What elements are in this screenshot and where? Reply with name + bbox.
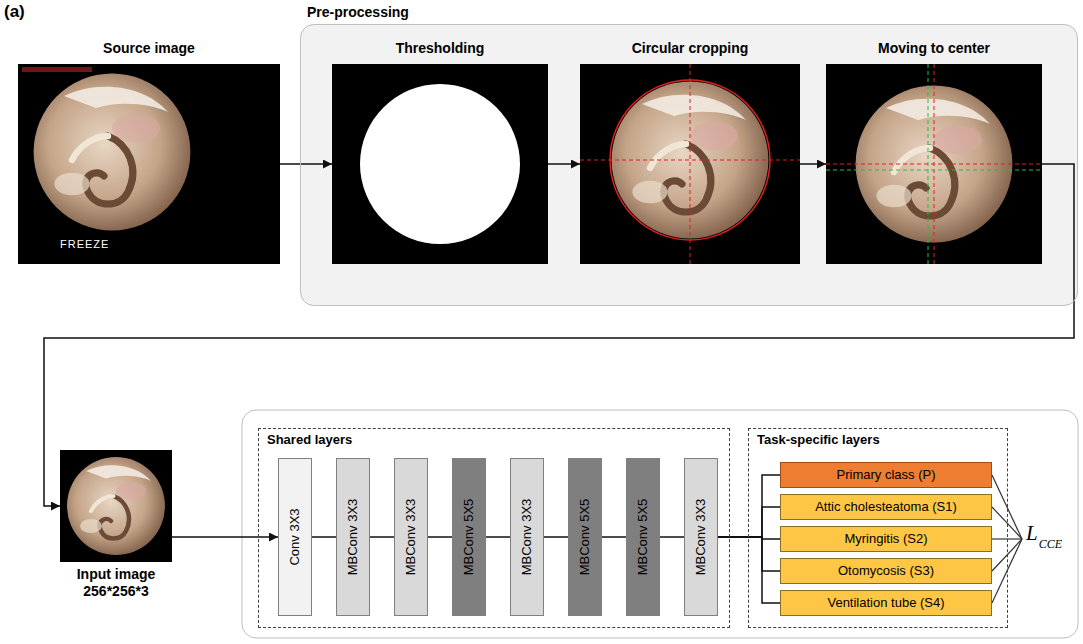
network-layer: MBConv 5X5 <box>626 458 660 616</box>
connector <box>428 536 452 538</box>
center-guide <box>826 170 1042 171</box>
threshold-picture <box>332 64 548 264</box>
image-frame <box>826 64 1042 264</box>
connector <box>718 507 780 537</box>
image-frame <box>332 64 548 264</box>
panel-fill <box>300 24 1078 306</box>
connector <box>718 475 780 537</box>
step-title: Circular cropping <box>580 38 800 58</box>
task-head: Otomycosis (S3) <box>780 558 992 584</box>
network-layer: MBConv 3X3 <box>684 458 718 616</box>
black-frame <box>580 64 800 264</box>
source-picture <box>18 64 280 264</box>
center-guide <box>928 64 929 264</box>
layer-group: Shared layersConv 3X3 MBConv 3X3 MBConv 3X… <box>258 428 730 628</box>
connector <box>718 537 780 571</box>
step-title: Source image <box>18 38 280 58</box>
image-frame <box>580 64 800 264</box>
crosshair <box>690 64 691 264</box>
image-step: Source image <box>18 38 280 264</box>
task-head: Ventilation tube (S4) <box>780 590 992 616</box>
merge-line <box>992 538 1022 539</box>
panel-letter: (a) <box>4 2 25 22</box>
crosshair <box>934 64 935 264</box>
timestamp-mark <box>22 67 92 72</box>
layer-name: MBConv 5X5 <box>461 499 477 576</box>
network-layer: MBConv 5X5 <box>568 458 602 616</box>
black-frame <box>332 64 548 264</box>
merge-line <box>992 539 1022 603</box>
crop-circle <box>610 80 770 240</box>
layer-name: MBConv 5X5 <box>577 499 593 576</box>
group-heading: Task-specific layers <box>757 432 880 448</box>
panel-heading: Pre-processing <box>307 2 409 22</box>
loss-merge-lines <box>992 475 1022 603</box>
merge-line <box>992 475 1022 539</box>
network-layer: Conv 3X3 <box>278 458 312 616</box>
layer-group: Task-specific layersPrimary class (P) Att… <box>748 428 1008 628</box>
layer-name: MBConv 5X5 <box>635 499 651 576</box>
connector <box>800 163 826 165</box>
image-caption: Input image 256*256*3 <box>60 566 172 600</box>
screen-note: FREEZE <box>60 238 109 251</box>
task-head: Myringitis (S2) <box>780 526 992 552</box>
image-frame <box>18 64 280 264</box>
group-heading: Shared layers <box>267 432 352 448</box>
network-layer: MBConv 3X3 <box>336 458 370 616</box>
head-name: Primary class (P) <box>837 467 936 483</box>
layer-name: MBConv 3X3 <box>345 499 361 576</box>
step-title: Moving to center <box>826 38 1042 58</box>
connector <box>602 536 626 538</box>
head-name: Ventilation tube (S4) <box>827 595 944 611</box>
model-panel <box>242 410 1078 638</box>
loss-subscript: CCE <box>1039 537 1062 551</box>
crosshair <box>580 160 800 161</box>
head-name: Myringitis (S2) <box>844 531 927 547</box>
task-head: Attic cholesteatoma (S1) <box>780 494 992 520</box>
step-title: Thresholding <box>332 38 548 58</box>
connector <box>544 536 568 538</box>
loss-symbol: L <box>1026 522 1038 544</box>
connector <box>486 536 510 538</box>
crop-picture <box>580 64 800 264</box>
connector <box>370 536 394 538</box>
preprocessing-panel: Pre-processingThresholdingCircular cropp… <box>300 24 1078 306</box>
image-step: Circular cropping <box>580 38 800 264</box>
merge-line <box>992 507 1022 539</box>
connector <box>312 536 336 538</box>
black-frame <box>60 450 172 562</box>
center-picture <box>826 64 1042 264</box>
head-name: Otomycosis (S3) <box>838 563 934 579</box>
input-picture <box>60 450 172 562</box>
connector <box>172 536 278 538</box>
image-frame <box>60 450 172 562</box>
connector <box>718 537 780 603</box>
layer-name: MBConv 3X3 <box>403 499 419 576</box>
network-layer: MBConv 3X3 <box>510 458 544 616</box>
connector <box>548 163 580 165</box>
black-frame <box>18 64 280 264</box>
black-frame <box>826 64 1042 264</box>
image-step: Thresholding <box>332 38 548 264</box>
threshold-mask <box>360 84 520 244</box>
connector <box>280 163 332 165</box>
layer-name: MBConv 3X3 <box>519 499 535 576</box>
input-image: Input image 256*256*3 <box>60 450 172 600</box>
layer-name: MBConv 3X3 <box>693 499 709 576</box>
head-name: Attic cholesteatoma (S1) <box>815 499 957 515</box>
network-layer: MBConv 3X3 <box>394 458 428 616</box>
network-layer: MBConv 5X5 <box>452 458 486 616</box>
connector <box>660 536 684 538</box>
otoscope-view <box>34 74 191 231</box>
connector <box>44 164 1074 506</box>
merge-line <box>992 539 1022 571</box>
task-head: Primary class (P) <box>780 462 992 488</box>
image-step: Moving to center <box>826 38 1042 264</box>
layer-name: Conv 3X3 <box>287 508 303 565</box>
otoscope-view <box>67 457 165 555</box>
